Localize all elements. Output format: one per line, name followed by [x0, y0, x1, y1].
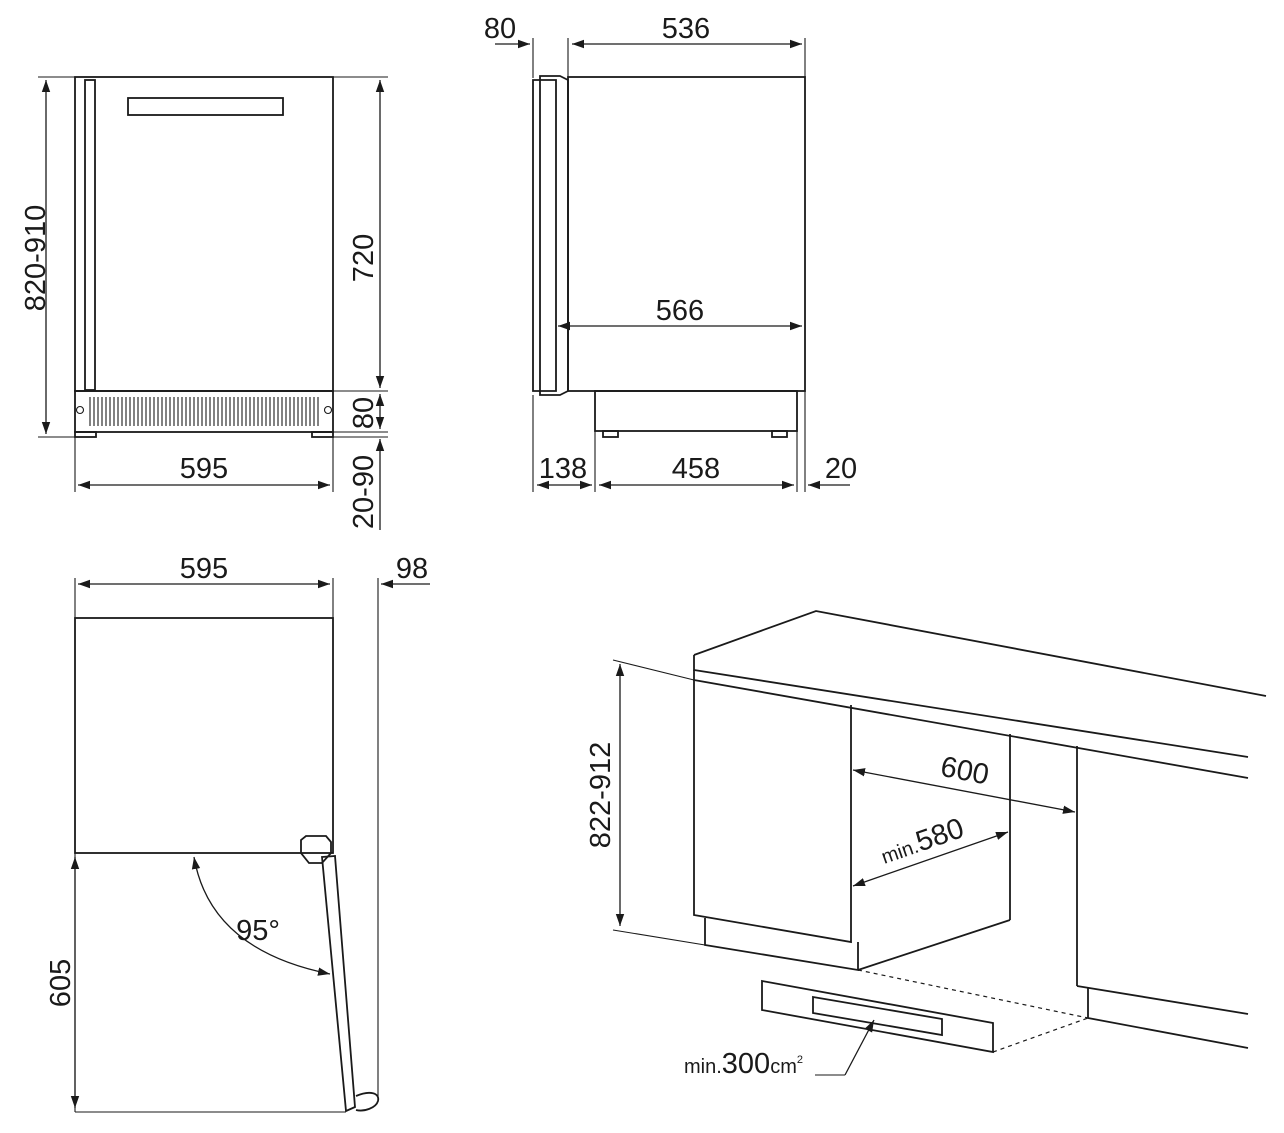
plinth-front-offset-label: 138 — [539, 453, 587, 485]
rear-offset-label: 20 — [825, 453, 857, 485]
left-plinth — [704, 918, 859, 972]
top-view: 595 98 605 95° — [45, 553, 430, 1113]
svg-text:min.300cm2: min.300cm2 — [684, 1048, 803, 1080]
top-width-label: 595 — [180, 553, 228, 585]
height-label: 820-910 — [20, 205, 52, 311]
plinth-screw-left — [75, 405, 85, 415]
installation-view: 822-912 600 min. 580 min.300cm2 — [585, 610, 1267, 1080]
side-foot-front — [602, 430, 619, 438]
hinge — [300, 835, 332, 864]
plinth-screw-right — [323, 405, 333, 415]
door-handle-top — [355, 1091, 380, 1112]
vent-min-prefix: min. — [684, 1056, 722, 1078]
front-view: 820-910 720 80 20-90 595 — [20, 76, 388, 530]
side-plinth — [594, 390, 798, 432]
side-foot-rear — [771, 430, 788, 438]
door-clearance-label: 98 — [396, 553, 428, 585]
angle-arc — [191, 856, 331, 976]
side-view: 80 536 566 138 458 20 — [484, 13, 857, 492]
front-width-label: 595 — [180, 453, 228, 485]
left-cabinet — [693, 680, 852, 944]
front-door — [74, 76, 334, 392]
vent-area-label: 300 — [722, 1048, 770, 1080]
vent-unit-label: cm — [770, 1056, 797, 1078]
side-body — [567, 76, 806, 392]
opening-angle-label: 95° — [236, 915, 280, 947]
plinth-height-label: 80 — [348, 397, 380, 429]
door-height-label: 720 — [348, 234, 380, 282]
side-door — [532, 79, 557, 392]
foot-right — [311, 431, 334, 438]
plinth-depth-label: 458 — [672, 453, 720, 485]
open-door — [321, 855, 356, 1113]
foot-left — [74, 431, 97, 438]
display-panel — [127, 97, 284, 116]
door-thickness-label: 80 — [484, 13, 516, 45]
right-cabinet — [1076, 985, 1249, 1015]
body-depth-label: 536 — [662, 13, 710, 45]
top-body — [74, 617, 334, 854]
niche-width-label: 580 — [912, 812, 968, 858]
plinth-grille — [74, 390, 334, 433]
grille-vents — [89, 397, 319, 426]
vent-grille — [761, 979, 994, 1054]
vent-unit-exponent: 2 — [797, 1054, 803, 1066]
niche-depth-label: 600 — [938, 751, 992, 792]
open-depth-label: 605 — [45, 959, 77, 1007]
foot-height-label: 20-90 — [348, 455, 380, 529]
floor-line — [857, 969, 1089, 1019]
countertop-top-edge — [693, 610, 1267, 697]
overall-depth-label: 566 — [656, 295, 704, 327]
door-handle — [84, 79, 96, 391]
niche-height-label: 822-912 — [585, 742, 617, 848]
